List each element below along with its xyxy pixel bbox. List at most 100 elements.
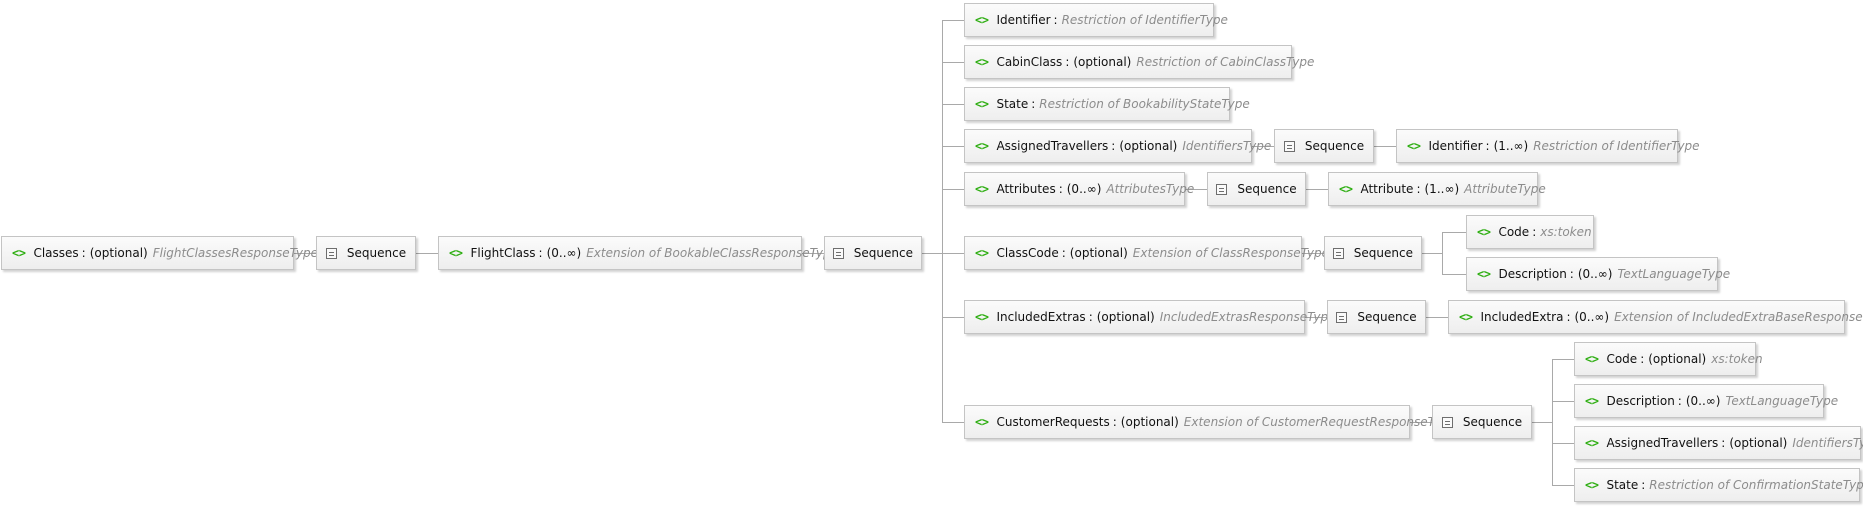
element-cardinality: (1..∞) <box>1424 182 1460 196</box>
element-icon: <> <box>12 246 26 260</box>
sequence-node[interactable]: Sequence <box>316 236 416 270</box>
element-separator: : <box>81 246 86 260</box>
element-icon: <> <box>975 13 989 27</box>
element-separator: : <box>1677 394 1682 408</box>
element-name: AssignedTravellers <box>996 139 1109 153</box>
element-type: TextLanguageType <box>1725 394 1839 408</box>
sequence-icon <box>1441 416 1453 428</box>
element-type: Restriction of ConfirmationStateType <box>1649 478 1863 492</box>
element-type: Extension of ClassResponseType <box>1132 246 1330 260</box>
element-type: Restriction of IdentifierType <box>1533 139 1700 153</box>
element-name: IncludedExtras <box>996 310 1086 324</box>
sequence-icon <box>1333 247 1344 259</box>
element-name: Classes <box>33 246 79 260</box>
sequence-node[interactable]: Sequence <box>1274 129 1374 163</box>
element-name: Code <box>1606 352 1638 366</box>
element-type: IncludedExtrasResponseType <box>1159 310 1336 324</box>
element-attributes[interactable]: <> Attributes : (0..∞) AttributesType <box>964 172 1194 206</box>
element-type: Restriction of CabinClassType <box>1136 55 1315 69</box>
element-name: AssignedTravellers <box>1606 436 1719 450</box>
element-separator: : <box>1641 478 1646 492</box>
element-cardinality: (optional) <box>1648 352 1707 366</box>
element-cardinality: (optional) <box>89 246 148 260</box>
sequence-node[interactable]: Sequence <box>1327 300 1426 334</box>
element-state[interactable]: <> State : Restriction of ConfirmationSt… <box>1574 468 1863 502</box>
element-separator: : <box>1061 246 1066 260</box>
element-name: Identifier <box>996 13 1051 27</box>
element-icon: <> <box>1407 139 1421 153</box>
element-type: FlightClassesResponseType <box>152 246 318 260</box>
element-name: Code <box>1498 225 1530 239</box>
element-cardinality: (optional) <box>1073 55 1132 69</box>
element-name: FlightClass <box>470 246 536 260</box>
element-cardinality: (0..∞) <box>546 246 582 260</box>
sequence-label: Sequence <box>1353 246 1413 260</box>
element-type: AttributesType <box>1106 182 1195 196</box>
element-name: Description <box>1606 394 1675 408</box>
element-name: ClassCode <box>996 246 1059 260</box>
element-assignedtravellers[interactable]: <> AssignedTravellers : (optional) Ident… <box>1574 426 1863 460</box>
sequence-label: Sequence <box>853 246 913 260</box>
element-customerrequests[interactable]: <> CustomerRequests : (optional) Extensi… <box>964 405 1456 439</box>
element-name: State <box>996 97 1029 111</box>
sequence-node[interactable]: Sequence <box>1432 405 1532 439</box>
element-name: IncludedExtra <box>1480 310 1564 324</box>
element-assignedtravellers[interactable]: <> AssignedTravellers : (optional) Ident… <box>964 129 1271 163</box>
sequence-icon <box>1216 183 1228 195</box>
element-type: IdentifiersType <box>1792 436 1863 450</box>
element-cardinality: (optional) <box>1120 415 1179 429</box>
element-cardinality: (optional) <box>1069 246 1128 260</box>
element-type: Extension of CustomerRequestResponseType <box>1183 415 1457 429</box>
element-icon: <> <box>975 55 989 69</box>
element-name: Attribute <box>1360 182 1414 196</box>
sequence-node[interactable]: Sequence <box>824 236 922 270</box>
element-cardinality: (1..∞) <box>1493 139 1529 153</box>
element-identifier[interactable]: <> Identifier : Restriction of Identifie… <box>964 3 1228 37</box>
element-type: IdentifiersType <box>1182 139 1272 153</box>
element-state[interactable]: <> State : Restriction of BookabilitySta… <box>964 87 1250 121</box>
element-type: xs:token <box>1711 352 1763 366</box>
element-icon: <> <box>1585 394 1599 408</box>
element-icon: <> <box>975 97 989 111</box>
element-icon: <> <box>1477 267 1491 281</box>
element-icon: <> <box>1477 225 1491 239</box>
element-separator: : <box>1640 352 1645 366</box>
element-description[interactable]: <> Description : (0..∞) TextLanguageType <box>1466 257 1730 291</box>
element-classcode[interactable]: <> ClassCode : (optional) Extension of C… <box>964 236 1329 270</box>
element-includedextra[interactable]: <> IncludedExtra : (0..∞) Extension of I… <box>1448 300 1863 334</box>
element-icon: <> <box>975 139 989 153</box>
sequence-icon <box>833 247 844 259</box>
element-code[interactable]: <> Code : (optional) xs:token <box>1574 342 1763 376</box>
element-includedextras[interactable]: <> IncludedExtras : (optional) IncludedE… <box>964 300 1336 334</box>
sequence-node[interactable]: Sequence <box>1207 172 1306 206</box>
sequence-node[interactable]: Sequence <box>1324 236 1422 270</box>
element-cardinality: (0..∞) <box>1066 182 1102 196</box>
element-separator: : <box>1566 310 1571 324</box>
element-type: xs:token <box>1540 225 1592 239</box>
sequence-icon <box>1336 311 1348 323</box>
element-type: TextLanguageType <box>1617 267 1731 281</box>
element-separator: : <box>1111 139 1116 153</box>
element-separator: : <box>1112 415 1117 429</box>
element-type: Extension of IncludedExtraBaseResponseTy… <box>1614 310 1863 324</box>
element-code[interactable]: <> Code : xs:token <box>1466 215 1594 249</box>
element-name: Attributes <box>996 182 1056 196</box>
element-identifier[interactable]: <> Identifier : (1..∞) Restriction of Id… <box>1396 129 1700 163</box>
element-flightclass[interactable]: <> FlightClass : (0..∞) Extension of Boo… <box>438 236 838 270</box>
sequence-label: Sequence <box>1462 415 1523 429</box>
element-name: CabinClass <box>996 55 1063 69</box>
element-separator: : <box>1065 55 1070 69</box>
element-icon: <> <box>1339 182 1353 196</box>
element-name: State <box>1606 478 1639 492</box>
element-classes[interactable]: <> Classes : (optional) FlightClassesRes… <box>1 236 318 270</box>
element-description[interactable]: <> Description : (0..∞) TextLanguageType <box>1574 384 1838 418</box>
element-separator: : <box>1532 225 1537 239</box>
sequence-label: Sequence <box>1357 310 1417 324</box>
element-attribute[interactable]: <> Attribute : (1..∞) AttributeType <box>1328 172 1546 206</box>
element-cabinclass[interactable]: <> CabinClass : (optional) Restriction o… <box>964 45 1314 79</box>
sequence-icon <box>325 247 337 259</box>
element-name: Description <box>1498 267 1567 281</box>
element-type: AttributeType <box>1464 182 1546 196</box>
element-separator: : <box>1721 436 1726 450</box>
